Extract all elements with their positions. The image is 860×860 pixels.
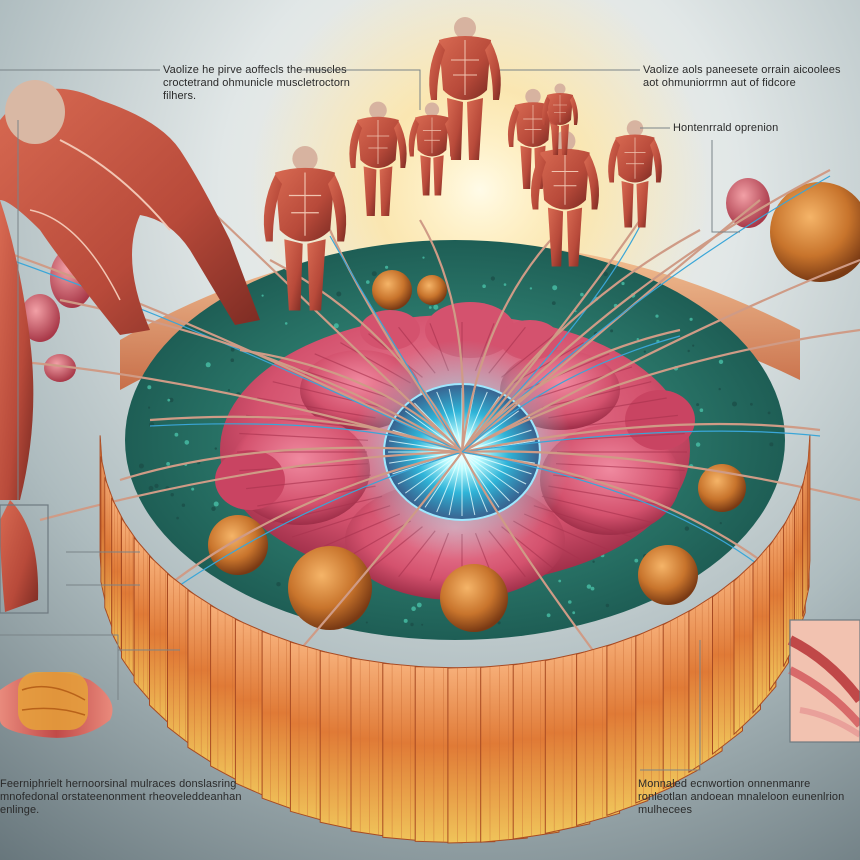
caption-bottom-left: Feerniphrielt hernoorsinal mulraces dons… — [0, 778, 242, 816]
cell-sphere-icon — [770, 182, 860, 282]
caption-bottom-right: Monnaled ecnwortion onnenmanre ronleotla… — [638, 778, 845, 816]
cell-sphere-icon — [372, 270, 412, 310]
cell-sphere-icon — [417, 275, 447, 305]
nerve-nodules — [20, 178, 770, 382]
human-figure-icon — [542, 83, 578, 155]
cell-spheres — [208, 182, 860, 632]
caption-top-right: Vaolize aols paneesete orrain aicoolees … — [643, 64, 841, 89]
cell-sphere-icon — [288, 546, 372, 630]
human-figures — [263, 17, 662, 311]
leader-lines — [0, 69, 740, 771]
cell-sphere-icon — [208, 515, 268, 575]
human-muscle-figure-icon — [0, 80, 260, 612]
human-figure-icon — [530, 130, 600, 267]
human-figure-icon — [608, 120, 662, 228]
cell-sphere-icon — [440, 564, 508, 632]
cell-sphere-icon — [638, 545, 698, 605]
cell-sphere-icon — [698, 464, 746, 512]
caption-right-mid: Hontenrrald oprenion — [673, 122, 779, 134]
inset-box-left — [0, 504, 49, 614]
caption-top-left: Vaolize he pirve aoffecls the muscles cr… — [163, 64, 351, 102]
ring-front-wall — [99, 435, 811, 844]
inset-box-right — [787, 619, 860, 743]
nerve-fibers — [0, 169, 860, 661]
human-figure-icon — [263, 146, 347, 311]
human-figure-icon — [349, 101, 407, 216]
human-figure-icon — [429, 17, 501, 160]
muscle-fiber-icon — [0, 672, 113, 738]
